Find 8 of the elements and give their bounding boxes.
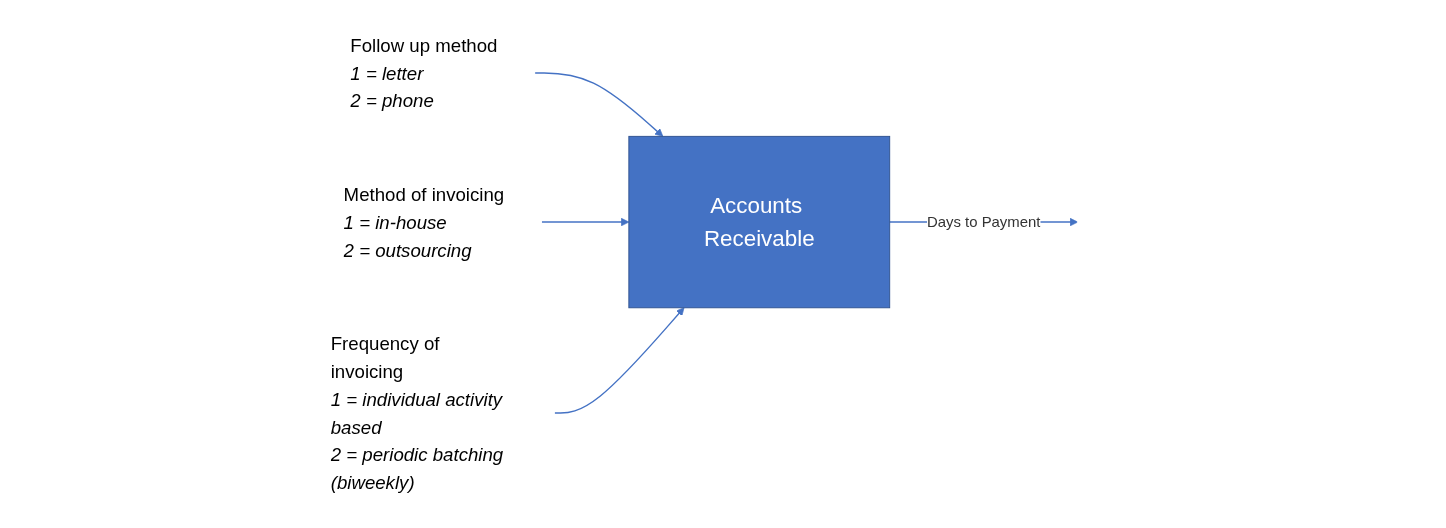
edge-label: Days to Payment bbox=[927, 213, 1041, 230]
node-text: Follow up method 1 = letter 2 = phone bbox=[350, 34, 498, 112]
node-box: Accounts Receivable bbox=[628, 135, 891, 309]
node-text: Frequency of invoicing 1 = individual activity based 2 = periodic batching (biweekly) bbox=[330, 332, 504, 494]
arrow bbox=[534, 72, 664, 137]
arrow bbox=[540, 217, 630, 227]
node-text: Method of invoicing 1 = in-house 2 = outsourcing bbox=[343, 183, 505, 261]
arrow bbox=[553, 307, 685, 414]
